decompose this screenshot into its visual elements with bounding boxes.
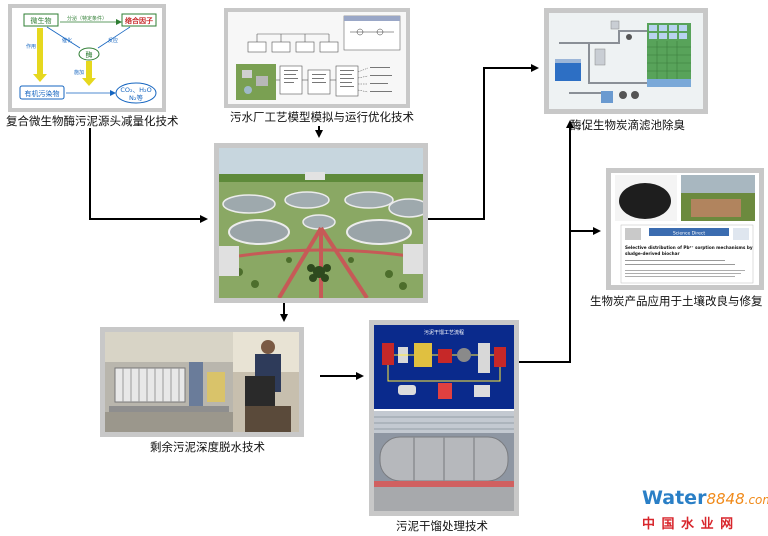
microbe-enzyme-diagram: 微生物 分泌（特定条件） 络合因子 催化 反应 酶 作用 施加 有机污染物 [19, 13, 157, 104]
wwtp-photo-panel [214, 143, 428, 303]
wwtp-aerial-photo [219, 148, 423, 298]
mid-vertical-label: 施加 [74, 69, 84, 76]
catalyze-label: 催化 [62, 37, 72, 44]
paper-title-line1: Selective distribution of Pb²⁺ sorption … [625, 245, 753, 250]
microbe-tech-caption: 复合微生物酶污泥源头减量化技术 [6, 114, 179, 128]
journal-label: Science Direct [673, 231, 706, 237]
paper-title-line2: sludge-derived biochar [625, 251, 680, 256]
pyrolysis-images: 污泥干馏工艺流程 [374, 325, 514, 511]
organic-label: 有机污染物 [25, 89, 60, 98]
scada-title: 污泥干馏工艺流程 [424, 329, 464, 336]
products2-label: N₂等 [129, 93, 143, 102]
biochar-soil-caption: 生物炭产品应用于土壤改良与修复 [590, 294, 763, 308]
catalyze2-label: 反应 [108, 37, 118, 44]
watermark-com: .com [744, 493, 768, 507]
wwtp-sim-screenshot [228, 12, 406, 104]
microbe-label: 微生物 [31, 16, 52, 25]
products-label: CO₂、H₂O [120, 86, 151, 94]
secrete-label: 分泌（特定条件） [67, 15, 107, 22]
watermark-w: W [642, 487, 663, 509]
dewatering-panel [100, 327, 304, 437]
arrow-microbe-to-wwtp [89, 128, 208, 223]
biochar-filter-caption: 酶促生物炭滴滤池除臭 [570, 118, 685, 132]
dewatering-photos [105, 332, 299, 432]
biochar-filter-panel [544, 8, 708, 114]
biochar-soil-images: Science Direct Selective distribution of… [611, 173, 759, 285]
dewatering-caption: 剩余污泥深度脱水技术 [150, 440, 265, 454]
arrow-wwtp-to-filter [428, 64, 539, 220]
watermark-ater: ater [662, 487, 707, 509]
watermark-num: 8848 [706, 490, 745, 508]
biochar-soil-panel: Science Direct Selective distribution of… [606, 168, 764, 290]
watermark-logo: Water8848.com 中 国 水 业 网 [642, 487, 768, 533]
biochar-filter-diagram [549, 13, 703, 109]
enzyme-label: 酶 [86, 50, 93, 59]
pyrolysis-caption: 污泥干馏处理技术 [396, 519, 488, 533]
wwtp-sim-panel [224, 8, 410, 108]
microbe-enzyme-panel: 微生物 分泌（特定条件） 络合因子 催化 反应 酶 作用 施加 有机污染物 [8, 4, 166, 112]
pyrolysis-panel: 污泥干馏工艺流程 [369, 320, 519, 516]
bio-factor-label: 络合因子 [125, 16, 153, 25]
left-vertical-label: 作用 [26, 43, 36, 50]
wwtp-sim-caption: 污水厂工艺模型模拟与运行优化技术 [230, 110, 414, 124]
arrow-pyrolysis-to-filter [519, 120, 574, 363]
watermark-sub: 中 国 水 业 网 [642, 517, 735, 532]
